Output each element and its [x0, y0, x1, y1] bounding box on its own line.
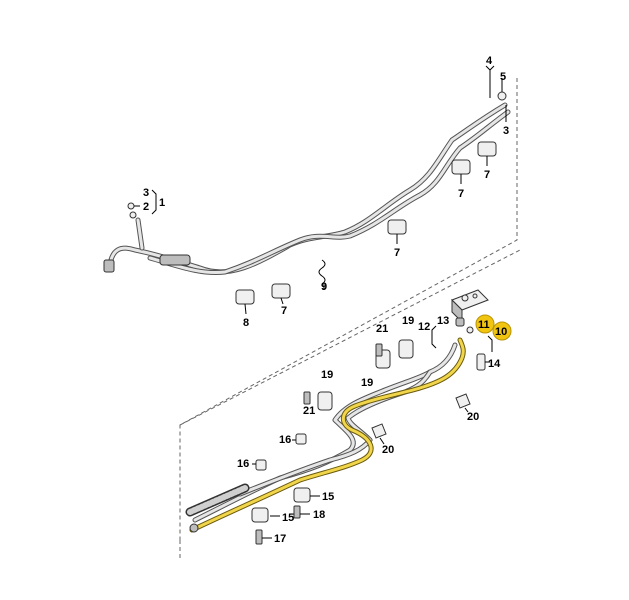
- highlighted-pipe-10: [189, 337, 466, 533]
- label-18: 18: [313, 509, 325, 521]
- label-20b: 20: [382, 444, 394, 456]
- label-7b: 7: [458, 188, 464, 200]
- label-14: 14: [488, 358, 501, 370]
- label-3-right: 3: [503, 125, 509, 137]
- highlight-marker-10: [492, 321, 512, 341]
- label-4: 4: [486, 55, 493, 67]
- label-5: 5: [500, 71, 506, 83]
- label-20a: 20: [467, 411, 479, 423]
- label-13: 13: [437, 315, 449, 327]
- spring-clip-9: [318, 259, 326, 285]
- highlight-marker-11: [475, 314, 495, 334]
- label-8: 8: [243, 317, 249, 329]
- label-9: 9: [321, 281, 327, 293]
- pipe-end-fitting: [103, 259, 115, 273]
- pipe-end-nut: [189, 523, 199, 533]
- label-7a: 7: [484, 169, 490, 181]
- upper-clips: [235, 141, 497, 305]
- lower-parts: [251, 289, 489, 545]
- fitting-upper-right: [497, 91, 507, 101]
- label-7d: 7: [281, 305, 287, 317]
- clip-8: [235, 289, 255, 305]
- label-12: 12: [418, 321, 430, 333]
- cap-20b: [371, 423, 387, 439]
- oring-11: [466, 326, 474, 334]
- pipe-hose-section: [159, 254, 191, 266]
- label-21b: 21: [303, 405, 315, 417]
- label-15a: 15: [322, 491, 334, 503]
- clip-7c: [387, 219, 407, 235]
- leader-lines: [134, 65, 507, 539]
- nut-16b: [255, 459, 267, 471]
- clip-19c: [317, 391, 333, 411]
- fitting-13: [455, 317, 465, 327]
- label-11: 11: [478, 319, 490, 331]
- upper-pipe-assembly: [103, 91, 511, 276]
- label-17: 17: [274, 533, 286, 545]
- label-16b: 16: [237, 458, 249, 470]
- clip-19a: [398, 339, 414, 359]
- upper-group-frame: [179, 78, 518, 540]
- clip-7b: [451, 159, 471, 175]
- label-21a: 21: [376, 323, 388, 335]
- cap-20a: [455, 393, 471, 409]
- label-19c: 19: [321, 369, 333, 381]
- fitting-14: [476, 353, 486, 371]
- label-10: 10: [495, 326, 507, 338]
- label-7c: 7: [394, 247, 400, 259]
- clip-7d: [271, 283, 291, 299]
- bolt-21b: [303, 391, 311, 405]
- clip-15a: [293, 487, 311, 503]
- clip-7a: [477, 141, 497, 157]
- bolt-18: [293, 505, 301, 519]
- fitting-upper-left-2: [129, 211, 137, 219]
- label-16a: 16: [279, 434, 291, 446]
- bolt-21a: [375, 343, 383, 357]
- nut-16a: [295, 433, 307, 445]
- label-1: 1: [159, 197, 165, 209]
- label-2: 2: [143, 201, 149, 213]
- label-19b: 19: [361, 377, 373, 389]
- clip-15b: [251, 507, 269, 523]
- bolt-17: [255, 529, 263, 545]
- label-15b: 15: [282, 512, 294, 524]
- label-3-left: 3: [143, 187, 149, 199]
- fitting-upper-left: [127, 202, 135, 210]
- callout-labels: 4 5 3 3 2 1 7 7 7 7 8 9 12 13 11 10 14 1…: [143, 55, 509, 545]
- lower-group-frame: [179, 249, 521, 426]
- lower-pipe-assembly: [185, 342, 458, 523]
- label-19a: 19: [402, 315, 414, 327]
